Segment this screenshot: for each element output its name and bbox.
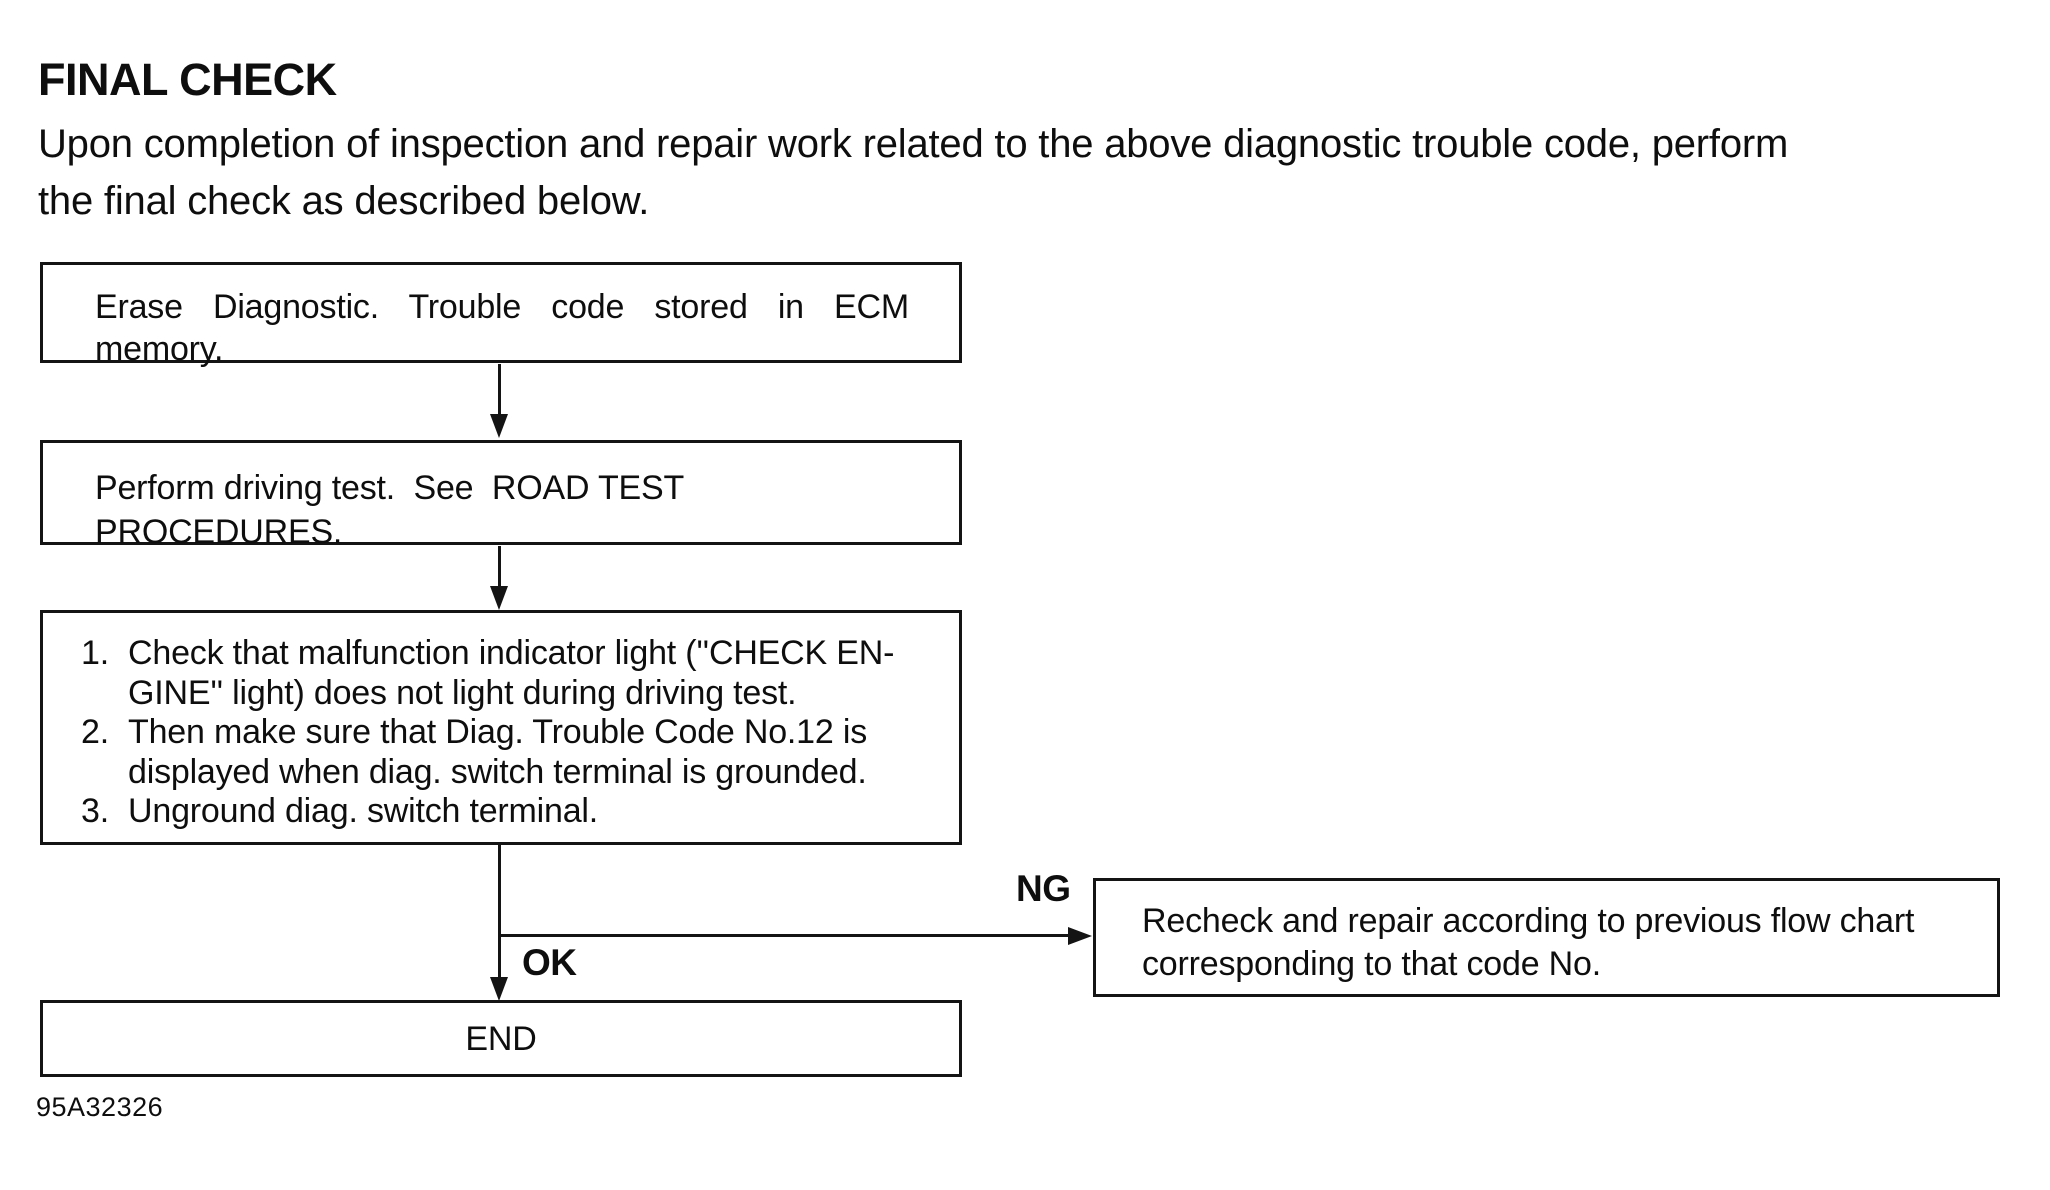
flow-step-erase-code: Erase Diagnostic. Trouble code stored in… bbox=[40, 262, 962, 368]
arrow-down-icon bbox=[490, 586, 508, 610]
intro-line: the final check as described below. bbox=[38, 179, 650, 223]
check-list-item: 3. Unground diag. switch terminal. bbox=[81, 792, 931, 832]
intro-line: Upon completion of inspection and repair… bbox=[38, 122, 1789, 166]
page-title: FINAL CHECK bbox=[38, 54, 337, 105]
step-text-line: displayed when diag. switch terminal is … bbox=[128, 752, 867, 791]
step-text-line: Unground diag. switch terminal. bbox=[128, 792, 599, 830]
arrow-down-icon bbox=[490, 414, 508, 438]
flow-step-road-test: Perform driving test. See ROAD TEST PROC… bbox=[40, 440, 962, 551]
step-text-line: Recheck and repair according to previous… bbox=[1142, 902, 1915, 940]
arrow-down-icon bbox=[490, 977, 508, 1001]
step-text-line: Then make sure that Diag. Trouble Code N… bbox=[128, 713, 867, 751]
flow-step-recheck: Recheck and repair according to previous… bbox=[1093, 878, 2000, 997]
intro-paragraph: Upon completion of inspection and repair… bbox=[38, 116, 1788, 230]
connector-line bbox=[498, 845, 501, 979]
check-list-item: 1. Check that malfunction indicator ligh… bbox=[81, 634, 931, 713]
flow-step-end: END bbox=[40, 1000, 962, 1077]
step-text-line: memory. bbox=[95, 330, 224, 368]
step-text-line: Erase Diagnostic. Trouble code stored in… bbox=[95, 288, 909, 326]
list-item-number: 2. bbox=[81, 713, 109, 751]
step-text-line: Check that malfunction indicator light (… bbox=[128, 634, 895, 672]
connector-line bbox=[498, 934, 1070, 937]
step-text-line: corresponding to that code No. bbox=[1142, 945, 1601, 983]
arrow-right-icon bbox=[1068, 927, 1092, 945]
connector-line bbox=[498, 364, 501, 416]
connector-line bbox=[498, 546, 501, 588]
check-list-item: 2. Then make sure that Diag. Trouble Cod… bbox=[81, 713, 931, 792]
step-text-line: PROCEDURES. bbox=[95, 513, 343, 551]
figure-code: 95A32326 bbox=[36, 1092, 164, 1122]
flow-step-check-list: 1. Check that malfunction indicator ligh… bbox=[40, 610, 962, 845]
step-text-line: GINE'' light) does not light during driv… bbox=[128, 673, 797, 712]
step-text-line: Perform driving test. See ROAD TEST bbox=[95, 469, 685, 507]
branch-label-ng: NG bbox=[1016, 868, 1071, 909]
end-label: END bbox=[465, 1020, 537, 1058]
branch-label-ok: OK bbox=[522, 942, 577, 983]
list-item-number: 3. bbox=[81, 792, 109, 830]
list-item-number: 1. bbox=[81, 634, 109, 672]
